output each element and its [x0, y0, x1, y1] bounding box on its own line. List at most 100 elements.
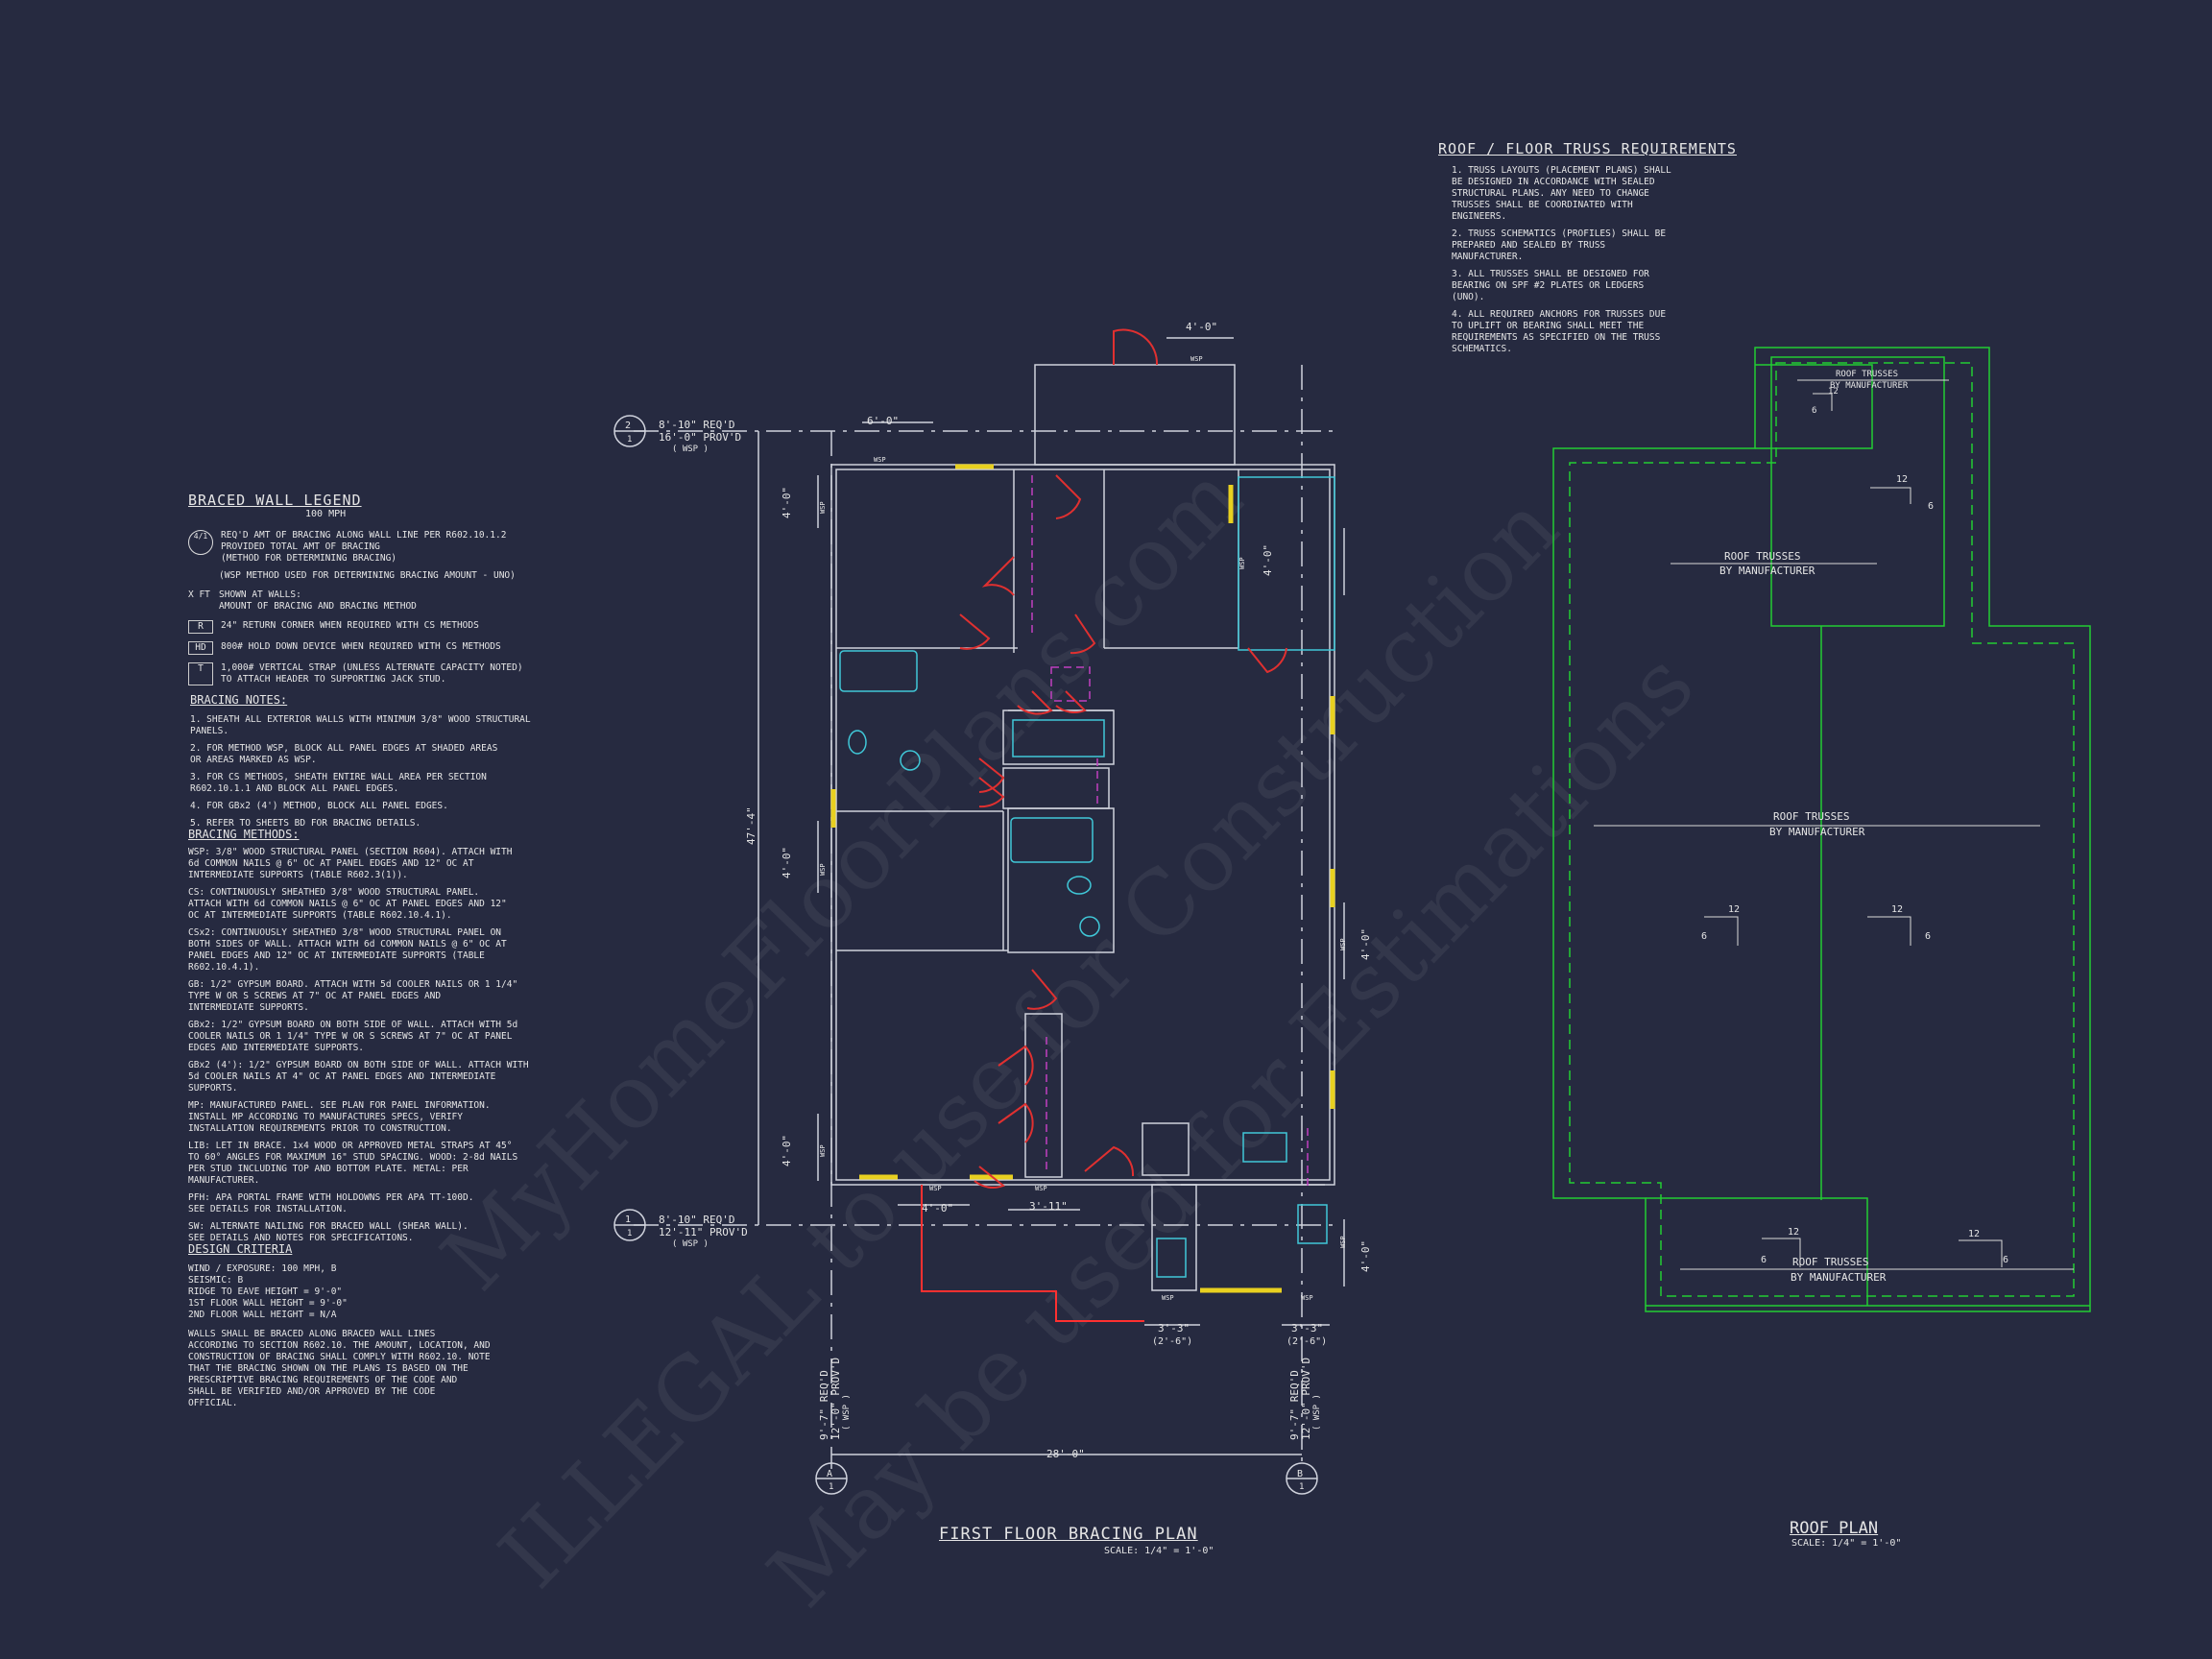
washer-dryer [1012, 719, 1105, 757]
truss-note: 1. TRUSS LAYOUTS (PLACEMENT PLANS) SHALL… [1452, 165, 1671, 222]
door [974, 1166, 1005, 1189]
legend-item: HD 800# HOLD DOWN DEVICE WHEN REQUIRED W… [188, 641, 553, 655]
dim-width-label: 28'-0" [1046, 1448, 1085, 1460]
dim-right2-label: 4'-0" [1359, 928, 1372, 960]
legend-item: T 1,000# VERTICAL STRAP (UNLESS ALTERNAT… [188, 662, 553, 685]
dim-bot4b-label: (2'-6") [1286, 1336, 1327, 1347]
floor-plan-linework [613, 337, 1345, 1495]
garage-return-wall [921, 1185, 1144, 1322]
bracing-note: 1. SHEATH ALL EXTERIOR WALLS WITH MINIMU… [190, 714, 531, 736]
door [1026, 969, 1058, 1010]
bracing-methods-title: BRACING METHODS: [188, 828, 300, 841]
truss-requirements-title: ROOF / FLOOR TRUSS REQUIREMENTS [1438, 140, 1737, 157]
dim-left3-label: 4'-0" [781, 1135, 793, 1166]
dim-top1-label: 6'-0" [867, 415, 899, 427]
grid-B-sub: 1 [1299, 1482, 1304, 1492]
door [1084, 1145, 1135, 1177]
door [1055, 474, 1082, 519]
legend-symbol-return: R [188, 620, 213, 634]
exterior-wall [830, 464, 1335, 1186]
line2-req: 8'-10" REQ'D [659, 419, 734, 431]
pitch-rise: 12 [1788, 1227, 1799, 1238]
pitch-run: 6 [1701, 931, 1707, 942]
legend-text: 24" RETURN CORNER WHEN REQUIRED WITH CS … [221, 620, 479, 631]
roof-label: ROOF TRUSSES [1773, 810, 1849, 823]
dim-right3-label: 4'-0" [1359, 1240, 1372, 1272]
floor-plan-title: FIRST FLOOR BRACING PLAN [939, 1525, 1198, 1544]
truss-requirements: 1. TRUSS LAYOUTS (PLACEMENT PLANS) SHALL… [1452, 165, 1759, 355]
dim-right1-label: 4'-0" [1262, 544, 1274, 576]
bracing-method: CS: CONTINUOUSLY SHEATHED 3/8" WOOD STRU… [188, 887, 507, 921]
legend-item: 4/1 REQ'D AMT OF BRACING ALONG WALL LINE… [188, 530, 553, 565]
pitch-symbol [1870, 487, 1911, 504]
legend-item: X FT SHOWN AT WALLS: AMOUNT OF BRACING A… [188, 589, 553, 613]
bracing-note: 3. FOR CS METHODS, SHEATH ENTIRE WALL AR… [190, 772, 487, 794]
roof-wall-line [1569, 362, 2075, 1297]
line1-method: ( WSP ) [672, 1239, 709, 1249]
legend-text: (WSP METHOD USED FOR DETERMINING BRACING… [219, 570, 516, 581]
wsp-tag: WSP [1035, 1185, 1047, 1192]
roof-label: BY MANUFACTURER [1769, 826, 1865, 838]
legend-text: REQ'D AMT OF BRACING ALONG WALL LINE PER… [221, 530, 507, 564]
dim-left2-label: 4'-0" [781, 847, 793, 878]
roof-outline [1552, 347, 2091, 1312]
grid-1-sub: 1 [627, 1229, 632, 1238]
appliance [1156, 1238, 1187, 1278]
roof-label: ROOF TRUSSES [1792, 1256, 1868, 1268]
header-box [1050, 666, 1091, 702]
pitch-rise: 12 [1728, 904, 1740, 915]
wsp-tag: WSP [929, 1185, 942, 1192]
bracing-method: GBx2 (4'): 1/2" GYPSUM BOARD ON BOTH SID… [188, 1060, 529, 1094]
grid-A-sub: 1 [829, 1482, 833, 1492]
sink [900, 750, 921, 771]
door [981, 556, 1015, 596]
dim-depth-label: 47'-4" [745, 806, 757, 845]
braced-panels [830, 464, 1335, 1293]
legend-text: 1,000# VERTICAL STRAP (UNLESS ALTERNATE … [221, 662, 523, 685]
roof-labels: ROOF TRUSSES BY MANUFACTURER ROOF TRUSSE… [1701, 370, 2008, 1284]
closet [1024, 1013, 1063, 1178]
bracing-method: SW: ALTERNATE NAILING FOR BRACED WALL (S… [188, 1221, 469, 1243]
roof-plan-title: ROOF PLAN [1790, 1519, 1879, 1538]
wsp-tag: WSP [819, 501, 827, 514]
bracing-method: GBx2: 1/2" GYPSUM BOARD ON BOTH SIDE OF … [188, 1020, 518, 1053]
fixtures [839, 650, 1328, 1278]
design-criteria: DESIGN CRITERIA WIND / EXPOSURE: 100 MPH… [188, 1242, 572, 1409]
pitch-rise: 12 [1968, 1229, 1980, 1239]
lineB-method: ( WSP ) [1312, 1394, 1322, 1431]
pitch-run: 6 [1761, 1255, 1767, 1265]
bracing-notes-title: BRACING NOTES: [190, 693, 288, 707]
floor-plan-scale: SCALE: 1/4" = 1'-0" [1104, 1546, 1214, 1556]
bath-room [1002, 709, 1115, 765]
roof-plan [1552, 347, 2091, 1312]
roof-ridge-top [1755, 364, 1873, 449]
grid-2-num: 2 [625, 421, 631, 431]
bracing-note: 4. FOR GBx2 (4') METHOD, BLOCK ALL PANEL… [190, 801, 448, 811]
pitch-rise: 12 [1891, 904, 1903, 915]
pitch-run: 6 [1928, 501, 1934, 512]
bracing-method: PFH: APA PORTAL FRAME WITH HOLDOWNS PER … [188, 1192, 474, 1214]
wsp-tag: WSP [1162, 1294, 1174, 1302]
bracing-method: WSP: 3/8" WOOD STRUCTURAL PANEL (SECTION… [188, 847, 513, 880]
roof-label: BY MANUFACTURER [1719, 565, 1815, 577]
bracing-notes: BRACING NOTES: 1. SHEATH ALL EXTERIOR WA… [190, 693, 574, 830]
roof-label: ROOF TRUSSES [1724, 550, 1800, 563]
roof-upper-section [1770, 356, 1945, 627]
roof-lower-section [1646, 1197, 1868, 1306]
wsp-tag: WSP [819, 863, 827, 876]
door [978, 757, 1005, 793]
pitch-run: 6 [1812, 406, 1816, 416]
doors [921, 328, 1287, 1322]
toilet-2 [1067, 876, 1092, 895]
pitch-symbol [1813, 393, 1833, 411]
bracing-note: 2. FOR METHOD WSP, BLOCK ALL PANEL EDGES… [190, 743, 498, 765]
grid-A-letter: A [827, 1469, 832, 1479]
legend-symbol-hatch: X FT [188, 589, 210, 600]
range [1297, 1204, 1328, 1244]
plan-annotations: 2 1 8'-10" REQ'D 16'-0" PROV'D ( WSP ) 1… [625, 321, 1372, 1492]
pitch-symbol [1762, 1238, 1801, 1267]
bracing-methods: BRACING METHODS: WSP: 3/8" WOOD STRUCTUR… [188, 828, 572, 1244]
legend-subtitle: 100 MPH [305, 509, 347, 519]
door [1017, 690, 1053, 715]
